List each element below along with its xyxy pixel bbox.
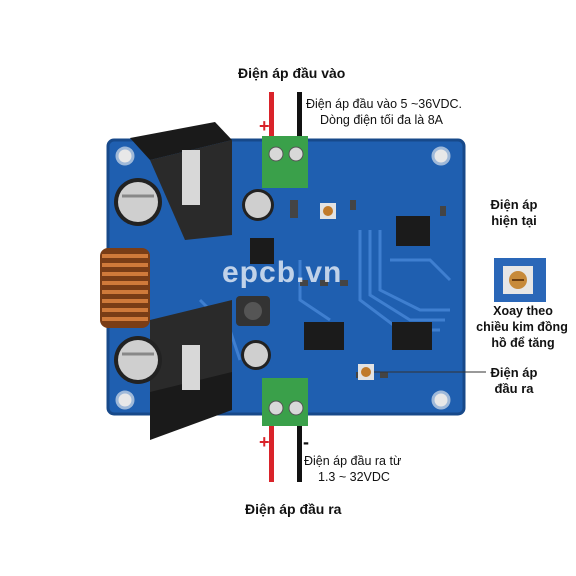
output-voltage-description-1: Điện áp đầu ra từ [304,454,402,468]
heatsink-bottom [150,300,232,440]
watermark: epcb.vn [222,256,343,289]
capacitor-top [114,178,162,226]
output-plus-sign: + [259,432,270,452]
capacitor-small-bottom [241,340,271,370]
output-positive-wire [269,410,274,482]
output-voltage-title: Điện áp đầu ra [245,501,342,517]
output-voltage-label-2: đầu ra [494,381,534,396]
rotate-instruction-3: hồ để tăng [491,336,555,350]
mounting-holes [115,146,451,410]
input-plus-sign: + [259,116,270,136]
input-positive-wire [269,92,274,140]
current-voltage-label-2: hiện tại [491,213,537,228]
terminal-block-input [262,136,308,188]
output-minus-sign: - [303,432,309,452]
input-voltage-description-1: Điện áp đầu vào 5 ~36VDC. [306,97,463,111]
input-voltage-title: Điện áp đầu vào [238,65,346,81]
current-voltage-label-1: Điện áp [490,197,538,212]
output-voltage-description-2: 1.3 ~ 32VDC [318,470,390,484]
rotate-instruction-2: chiều kim đồng [476,320,568,334]
rotate-instruction-1: Xoay theo [493,304,553,318]
output-voltage-label-1: Điện áp [490,365,538,380]
output-negative-wire [297,410,302,482]
capacitor-bottom [114,336,162,384]
input-negative-wire [297,92,302,140]
heatsink-top [130,122,232,240]
inductor-coil [100,248,150,328]
potentiometer-bottom [358,364,374,380]
capacitor-small-top [242,189,274,221]
ic-chips [250,216,432,350]
input-voltage-description-2: Dòng điện tối đa là 8A [320,113,444,127]
input-minus-sign: - [302,117,308,137]
potentiometer-inset-icon [494,258,546,302]
potentiometer-top [320,203,336,219]
terminal-block-output [262,378,308,426]
